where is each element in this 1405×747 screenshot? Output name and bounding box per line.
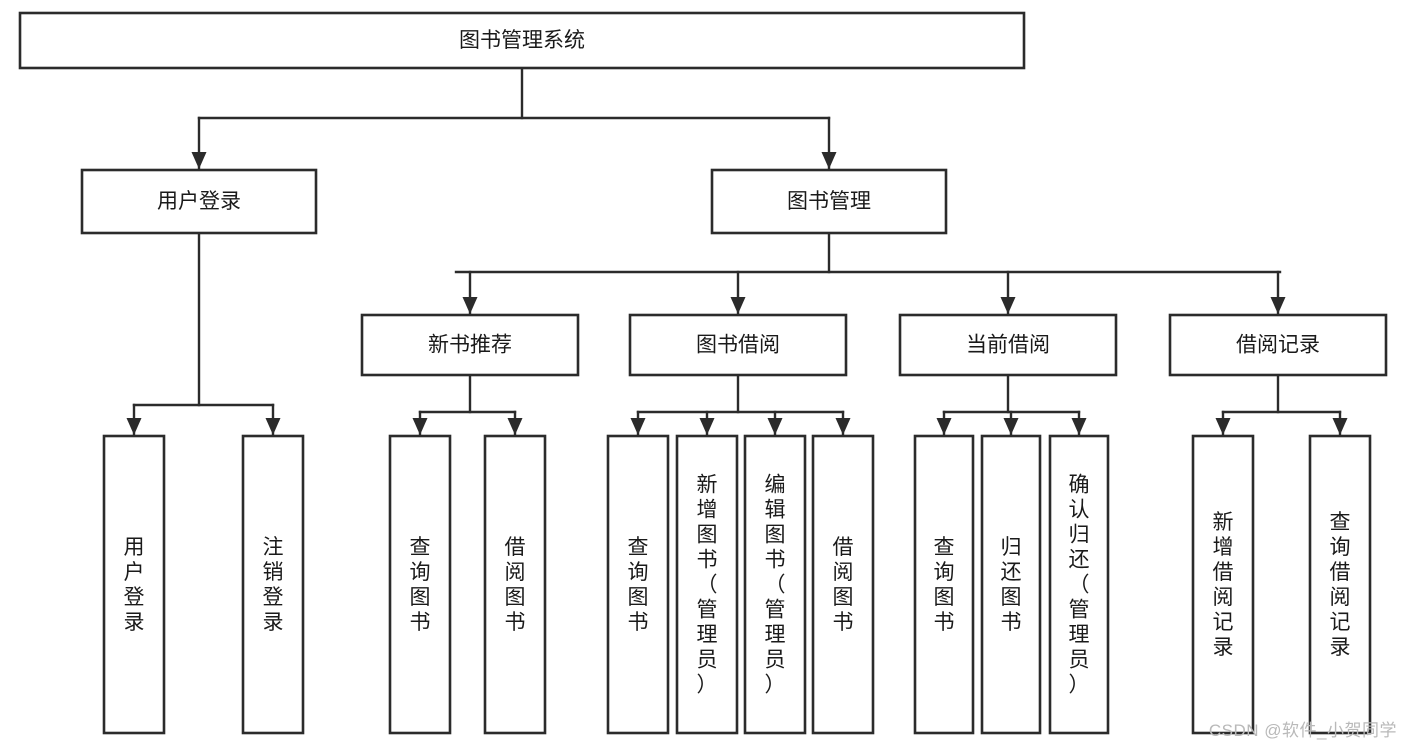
arrow-head-icon xyxy=(630,418,646,435)
node-user-login[interactable]: 用户登录 xyxy=(80,168,318,235)
arrow-head-icon xyxy=(767,418,783,435)
node-leaf-user-login[interactable]: 用户登录 xyxy=(102,434,166,735)
arrow-head-icon xyxy=(462,297,478,314)
node-box-current-borrow[interactable] xyxy=(898,313,1118,377)
node-box-leaf-query-book-rec[interactable] xyxy=(388,434,452,735)
node-label-current-borrow: 当前借阅 xyxy=(966,334,1050,357)
node-leaf-query-book-rec[interactable]: 查询图书 xyxy=(388,434,452,735)
node-label-leaf-confirm-return-admin: 确认归还（管理员） xyxy=(1069,474,1090,697)
node-box-book-manage[interactable] xyxy=(710,168,948,235)
arrow-head-icon xyxy=(1270,297,1286,314)
node-label-leaf-query-borrow-record: 查询借阅记录 xyxy=(1330,511,1351,659)
watermark-label: CSDN @软件_小贺同学 xyxy=(1208,721,1397,740)
arrow-head-icon xyxy=(507,418,523,435)
arrow-head-icon xyxy=(191,152,207,169)
node-leaf-borrow-book-bor[interactable]: 借阅图书 xyxy=(811,434,875,735)
arrow-head-icon xyxy=(1003,418,1019,435)
boxes-layer: 图书管理系统用户登录图书管理新书推荐图书借阅当前借阅借阅记录用户登录注销登录查询… xyxy=(18,11,1388,735)
node-label-leaf-add-borrow-record: 新增借阅记录 xyxy=(1213,511,1234,659)
node-leaf-edit-book-admin[interactable]: 编辑图书（管理员） xyxy=(743,434,807,735)
node-label-borrow-record: 借阅记录 xyxy=(1236,334,1320,357)
arrow-head-icon xyxy=(126,418,142,435)
node-box-user-login[interactable] xyxy=(80,168,318,235)
node-box-leaf-query-borrow-record[interactable] xyxy=(1308,434,1372,735)
node-leaf-return-book[interactable]: 归还图书 xyxy=(980,434,1042,735)
arrow-head-icon xyxy=(412,418,428,435)
node-label-leaf-query-book-bor: 查询图书 xyxy=(628,536,649,634)
node-leaf-confirm-return-admin[interactable]: 确认归还（管理员） xyxy=(1048,434,1110,735)
arrow-head-icon xyxy=(835,418,851,435)
arrow-head-icon xyxy=(1000,297,1016,314)
node-label-book-borrow: 图书借阅 xyxy=(696,334,780,357)
node-label-user-login: 用户登录 xyxy=(157,190,241,213)
node-label-leaf-borrow-book-bor: 借阅图书 xyxy=(833,536,854,634)
node-label-leaf-edit-book-admin: 编辑图书（管理员） xyxy=(765,474,786,697)
node-label-root: 图书管理系统 xyxy=(459,29,585,52)
node-label-leaf-return-book: 归还图书 xyxy=(1001,536,1022,634)
node-root[interactable]: 图书管理系统 xyxy=(18,11,1026,70)
node-label-book-manage: 图书管理 xyxy=(787,190,871,213)
node-label-leaf-query-book-rec: 查询图书 xyxy=(410,536,431,634)
arrow-head-icon xyxy=(821,152,837,169)
node-box-leaf-add-book-admin[interactable] xyxy=(675,434,739,735)
node-box-leaf-confirm-return-admin[interactable] xyxy=(1048,434,1110,735)
node-box-borrow-record[interactable] xyxy=(1168,313,1388,377)
node-leaf-borrow-book-rec[interactable]: 借阅图书 xyxy=(483,434,547,735)
node-current-borrow[interactable]: 当前借阅 xyxy=(898,313,1118,377)
node-leaf-add-book-admin[interactable]: 新增图书（管理员） xyxy=(675,434,739,735)
node-box-leaf-logout-login[interactable] xyxy=(241,434,305,735)
node-box-leaf-edit-book-admin[interactable] xyxy=(743,434,807,735)
node-box-leaf-borrow-book-bor[interactable] xyxy=(811,434,875,735)
node-leaf-query-book-bor[interactable]: 查询图书 xyxy=(606,434,670,735)
arrow-head-icon xyxy=(1332,418,1348,435)
node-label-leaf-add-book-admin: 新增图书（管理员） xyxy=(697,474,718,697)
node-book-borrow[interactable]: 图书借阅 xyxy=(628,313,848,377)
arrow-head-icon xyxy=(730,297,746,314)
node-box-new-book-recommend[interactable] xyxy=(360,313,580,377)
node-box-leaf-user-login[interactable] xyxy=(102,434,166,735)
node-book-manage[interactable]: 图书管理 xyxy=(710,168,948,235)
node-box-leaf-query-book-bor[interactable] xyxy=(606,434,670,735)
node-box-root[interactable] xyxy=(18,11,1026,70)
node-label-leaf-logout-login: 注销登录 xyxy=(263,536,284,634)
connectors-layer xyxy=(126,66,1348,436)
arrow-head-icon xyxy=(1071,418,1087,435)
arrow-head-icon xyxy=(936,418,952,435)
node-box-leaf-query-book-cur[interactable] xyxy=(913,434,975,735)
node-box-book-borrow[interactable] xyxy=(628,313,848,377)
node-box-leaf-return-book[interactable] xyxy=(980,434,1042,735)
node-new-book-recommend[interactable]: 新书推荐 xyxy=(360,313,580,377)
node-label-leaf-user-login: 用户登录 xyxy=(124,536,145,634)
arrow-head-icon xyxy=(699,418,715,435)
node-label-leaf-borrow-book-rec: 借阅图书 xyxy=(505,536,526,634)
arrow-head-icon xyxy=(1215,418,1231,435)
arrow-head-icon xyxy=(265,418,281,435)
node-label-leaf-query-book-cur: 查询图书 xyxy=(934,536,955,634)
node-box-leaf-add-borrow-record[interactable] xyxy=(1191,434,1255,735)
node-leaf-logout-login[interactable]: 注销登录 xyxy=(241,434,305,735)
node-leaf-query-borrow-record[interactable]: 查询借阅记录 xyxy=(1308,434,1372,735)
node-box-leaf-borrow-book-rec[interactable] xyxy=(483,434,547,735)
node-borrow-record[interactable]: 借阅记录 xyxy=(1168,313,1388,377)
node-leaf-query-book-cur[interactable]: 查询图书 xyxy=(913,434,975,735)
node-leaf-add-borrow-record[interactable]: 新增借阅记录 xyxy=(1191,434,1255,735)
node-label-new-book-recommend: 新书推荐 xyxy=(428,334,512,357)
